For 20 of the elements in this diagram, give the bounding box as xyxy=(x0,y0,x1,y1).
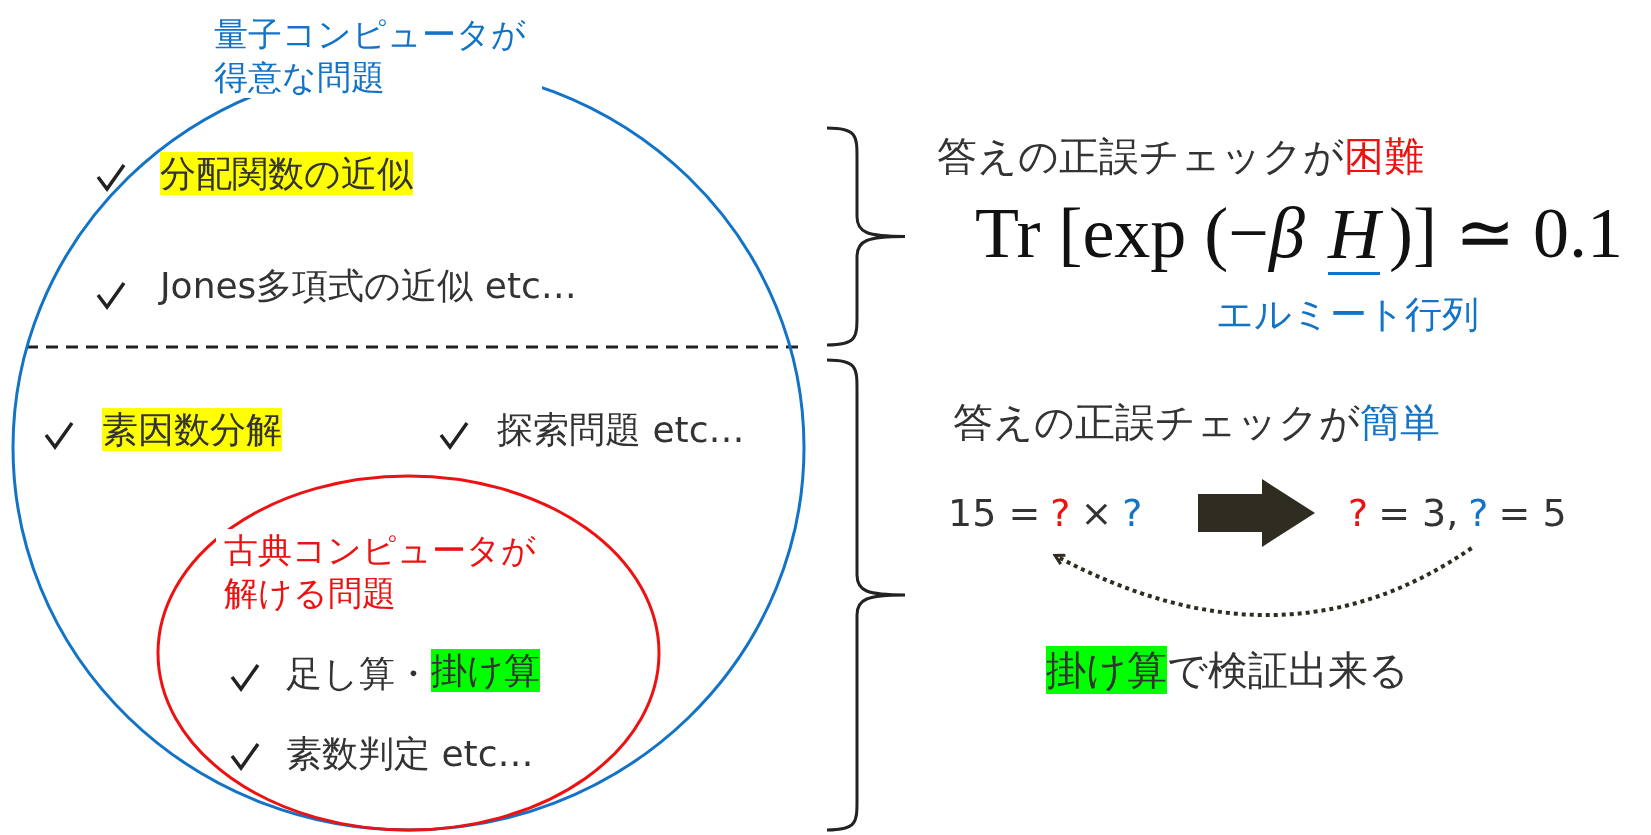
list-item: 探索問題 etc… xyxy=(497,408,745,452)
block-arrow xyxy=(1198,479,1315,547)
equation-text: ? = 3, ? = 5 xyxy=(1315,484,1585,542)
highlighted-text: 掛け算 xyxy=(431,649,540,693)
list-item: 足し算・ xyxy=(286,652,431,696)
emphasis-text: 簡単 xyxy=(1360,398,1440,446)
statement-text: 答えの正誤チェックが xyxy=(937,132,1344,180)
list-item: Jones多項式の近似 etc… xyxy=(160,264,577,308)
formula-text: Tr [exp (−β xyxy=(975,192,1305,275)
annotation-text: エルミート行列 xyxy=(1216,293,1479,338)
highlighted-text: 分配関数の近似 xyxy=(160,152,413,196)
caption-text: で検証出来る xyxy=(1167,646,1409,694)
highlighted-text: 素因数分解 xyxy=(102,408,282,452)
list-item: 素数判定 etc… xyxy=(286,732,534,776)
highlighted-text: 掛け算 xyxy=(1046,646,1167,694)
statement-text: 答えの正誤チェックが xyxy=(953,398,1360,446)
equation-text: 15 = ? × ? xyxy=(948,484,1198,542)
emphasis-text: 困難 xyxy=(1344,132,1424,180)
curved-arrow xyxy=(1053,546,1473,617)
formula-text: )] ≃ 0.1 xyxy=(1389,192,1623,275)
